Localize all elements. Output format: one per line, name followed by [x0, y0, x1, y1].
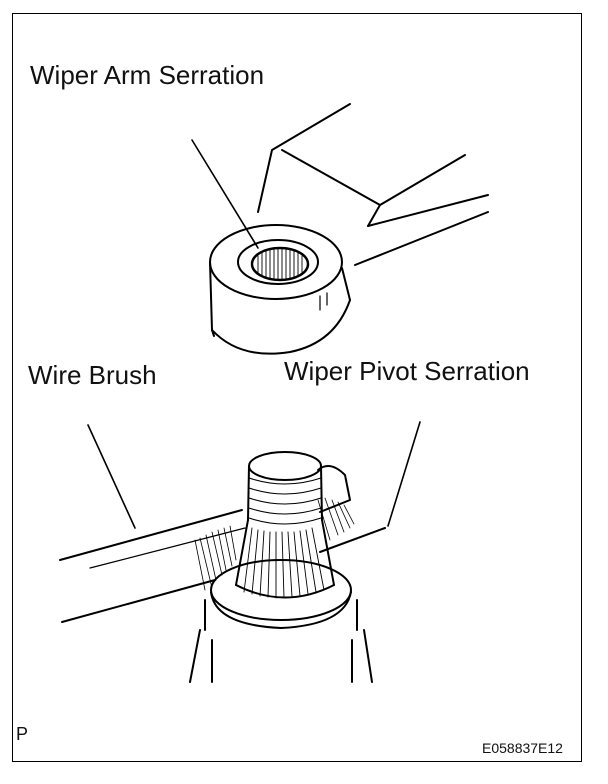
label-wiper-arm-serration: Wiper Arm Serration	[30, 60, 265, 90]
figure-code: E058837E12	[482, 740, 563, 756]
wire-brush-illustration	[59, 421, 421, 623]
corner-mark: P	[16, 724, 29, 744]
label-wire-brush: Wire Brush	[28, 360, 157, 390]
wiper-pivot-illustration	[189, 451, 373, 683]
wiper-arm-illustration	[191, 103, 489, 355]
brush-bristles	[194, 497, 355, 591]
label-wiper-pivot-serration: Wiper Pivot Serration	[284, 356, 530, 386]
arm-serration-lines	[257, 248, 303, 281]
figure-frame	[12, 13, 582, 762]
